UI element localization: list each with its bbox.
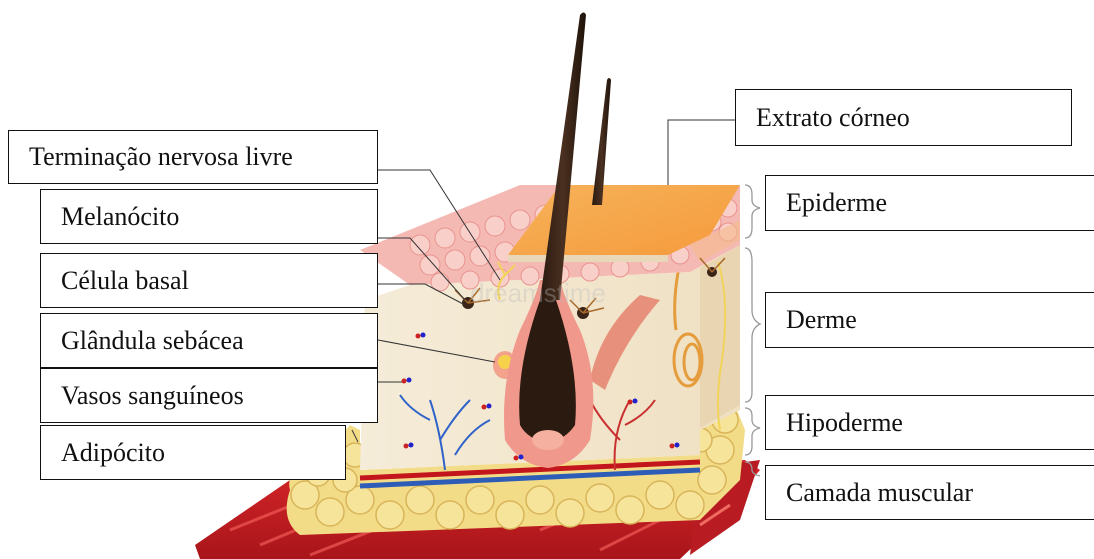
label-muscle-layer: Camada muscular (765, 465, 1094, 520)
label-epidermis: Epiderme (765, 175, 1094, 231)
label-adipocyte: Adipócito (40, 425, 346, 480)
label-basal-cell: Célula basal (40, 253, 378, 308)
watermark-text: dreamstime (470, 278, 606, 308)
label-sebaceous-gland: Glândula sebácea (40, 313, 378, 368)
label-blood-vessels: Vasos sanguíneos (40, 368, 378, 423)
label-melanocyte: Melanócito (40, 189, 378, 244)
layer-braces (745, 185, 760, 476)
label-hypodermis: Hipoderme (765, 395, 1094, 450)
label-dermis: Derme (765, 292, 1094, 348)
label-free-nerve-ending: Terminação nervosa livre (8, 130, 378, 184)
label-stratum-corneum: Extrato córneo (735, 89, 1072, 146)
